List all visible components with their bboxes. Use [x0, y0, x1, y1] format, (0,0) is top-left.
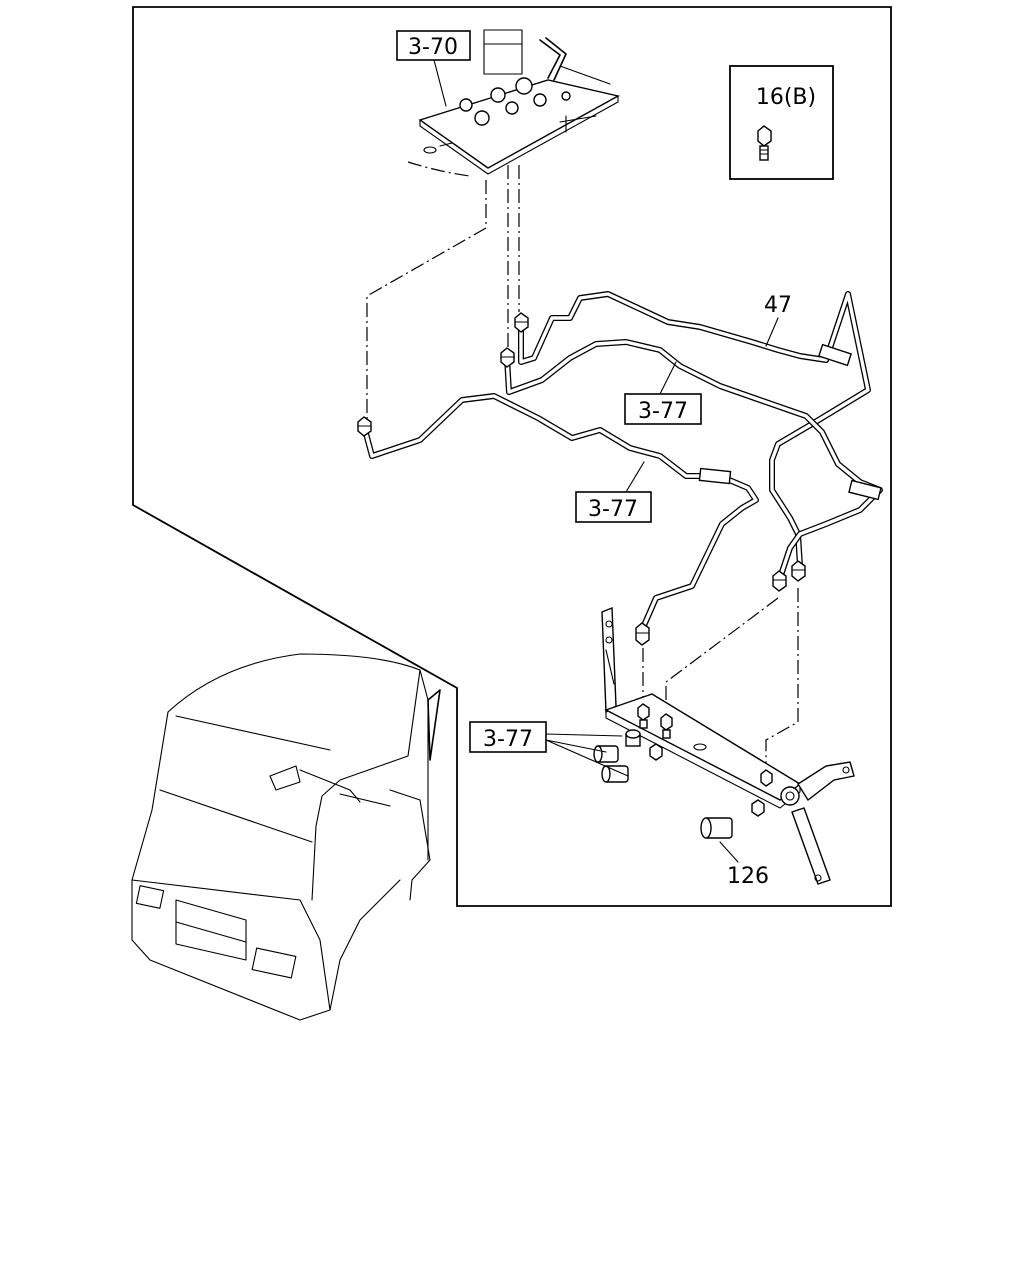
pipe-3-77-upper	[504, 339, 883, 581]
union-3-icon	[625, 729, 641, 747]
leader-3-70	[433, 59, 447, 107]
leader-manifold-2	[665, 597, 779, 720]
fitting-5-icon	[751, 799, 765, 817]
leader-3-77-c2	[545, 733, 623, 737]
bolt-16b-icon	[757, 125, 772, 161]
leader-3-77-a	[659, 361, 677, 395]
flare-nut-1-icon	[514, 312, 529, 333]
fitting-1-icon	[637, 703, 650, 729]
flare-nut-6-icon	[791, 560, 806, 582]
callout-box-3-70	[396, 30, 471, 61]
truck-cab-illustration	[131, 653, 441, 1021]
callout-126: 126	[727, 864, 769, 889]
fitting-3-icon	[760, 769, 773, 787]
flare-nut-5-icon	[772, 570, 787, 592]
leader-126	[719, 841, 739, 863]
inset-box-16b	[729, 65, 834, 180]
fitting-2-icon	[660, 713, 673, 739]
callout-16b: 16(B)	[756, 85, 816, 110]
pipe-sleeve-2-icon	[848, 479, 882, 501]
callout-box-3-77-b	[575, 491, 652, 523]
valve-plate-assembly	[407, 29, 620, 177]
fitting-4-icon	[649, 743, 663, 761]
leader-3-77-b	[625, 461, 645, 493]
flare-nut-3-icon	[357, 416, 372, 437]
pipe-sleeve-1-icon	[817, 343, 853, 367]
manifold-bracket	[601, 606, 855, 885]
pipe-3-77-lower	[361, 393, 759, 633]
callout-47: 47	[764, 293, 792, 318]
callout-3-77-b: 3-77	[588, 497, 638, 522]
callout-3-77-a: 3-77	[638, 399, 688, 424]
flare-nut-4-icon	[635, 622, 650, 646]
flare-nut-2-icon	[500, 347, 515, 368]
pipe-47	[518, 291, 871, 569]
callout-3-77-c: 3-77	[483, 727, 533, 752]
callout-3-70: 3-70	[408, 35, 458, 60]
leader-manifold-3	[765, 588, 799, 770]
union-1-icon	[593, 745, 619, 763]
detail-frame	[132, 6, 892, 907]
leader-47	[765, 317, 779, 347]
leader-plate-left	[366, 180, 487, 422]
union-126-icon	[700, 817, 733, 839]
callout-box-3-77-c	[469, 721, 547, 753]
callout-box-3-77-a	[624, 393, 702, 425]
pipe-sleeve-3-icon	[698, 467, 732, 485]
